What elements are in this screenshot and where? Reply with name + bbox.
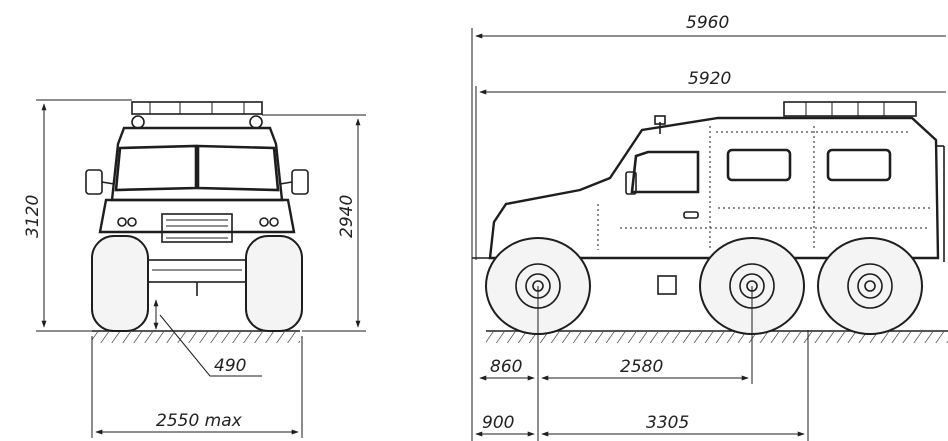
dimension-axle-front-to-rear: 3305 xyxy=(646,413,689,433)
dimension-length-total: 5960 xyxy=(686,13,729,33)
dimension-axle-front-to-mid: 2580 xyxy=(620,357,663,377)
rear-wheel xyxy=(817,237,923,335)
side-view-dimensions xyxy=(471,28,946,441)
dimension-front-overhang-upper: 860 xyxy=(490,357,522,377)
dimension-height-total: 3120 xyxy=(23,195,43,238)
dimension-length-body: 5920 xyxy=(688,69,731,89)
front-view-dimensions xyxy=(36,99,366,438)
dimension-ground-clearance: 490 xyxy=(214,356,246,376)
dimension-height-body: 2940 xyxy=(337,195,357,238)
dimension-front-overhang-lower: 900 xyxy=(482,413,514,433)
dimension-width-max: 2550 max xyxy=(156,411,243,431)
front-view-vehicle-icon xyxy=(85,101,309,343)
side-view-vehicle-icon xyxy=(471,101,948,343)
